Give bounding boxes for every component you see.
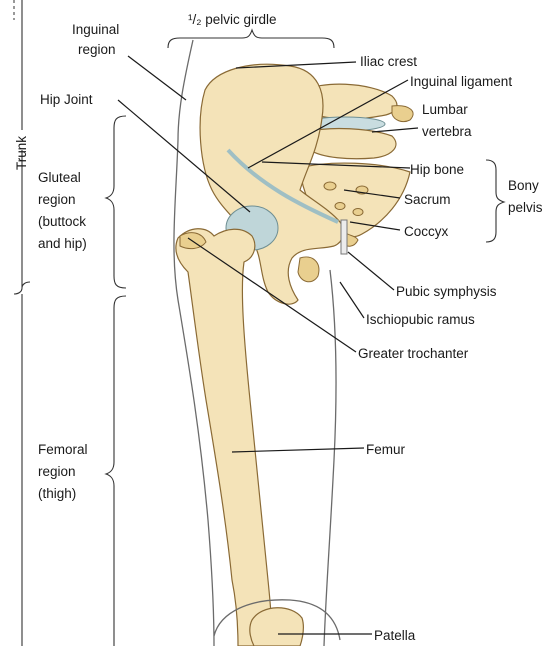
- iliac-crest-label: Iliac crest: [360, 54, 417, 69]
- pelvic-girdle-brace: [168, 30, 334, 48]
- patella-label: Patella: [374, 628, 416, 643]
- pubic-symphysis-cartilage: [341, 220, 347, 254]
- trunk-label: Trunk: [14, 136, 29, 170]
- inguinal-region-label-line2: region: [78, 42, 116, 57]
- gluteal-label-line1: Gluteal: [38, 170, 81, 185]
- patella: [250, 608, 304, 646]
- leader-pubic-symphysis: [348, 252, 394, 290]
- leader-lumbar-vertebra: [372, 128, 418, 132]
- leader-inguinal-region: [128, 56, 186, 100]
- ischiopubic-ramus-label: Ischiopubic ramus: [366, 312, 475, 327]
- lumbar-label-line2: vertebra: [422, 124, 472, 139]
- inguinal-ligament-label: Inguinal ligament: [410, 74, 512, 89]
- body-outline-right: [324, 270, 336, 646]
- bony-pelvis-label-line1: Bony: [508, 178, 539, 193]
- pubic-symphysis-label: Pubic symphysis: [396, 284, 497, 299]
- femoral-label-line3: (thigh): [38, 486, 76, 501]
- gluteal-brace: [106, 116, 126, 288]
- greater-trochanter-label: Greater trochanter: [358, 346, 469, 361]
- sacrum-label: Sacrum: [404, 192, 451, 207]
- hip-bone-label: Hip bone: [410, 162, 464, 177]
- bony-pelvis-label-line2: pelvis: [508, 200, 543, 215]
- gluteal-label-line3: (buttock: [38, 214, 86, 229]
- coccyx-label: Coccyx: [404, 224, 449, 239]
- femur-bone: [176, 229, 272, 646]
- gluteal-label-line2: region: [38, 192, 76, 207]
- inguinal-region-label-line1: Inguinal: [72, 22, 119, 37]
- half-pelvic-girdle-label: ¹/₂ pelvic girdle: [188, 12, 277, 27]
- femoral-label-line1: Femoral: [38, 442, 88, 457]
- femoral-label-line2: region: [38, 464, 76, 479]
- hip-joint-label: Hip Joint: [40, 92, 93, 107]
- bony-pelvis-brace: [486, 160, 504, 242]
- femur-label: Femur: [366, 442, 406, 457]
- leader-ischiopubic-ramus: [340, 282, 364, 318]
- femoral-brace: [106, 296, 126, 646]
- lumbar-label-line1: Lumbar: [422, 102, 468, 117]
- gluteal-label-line4: and hip): [38, 236, 87, 251]
